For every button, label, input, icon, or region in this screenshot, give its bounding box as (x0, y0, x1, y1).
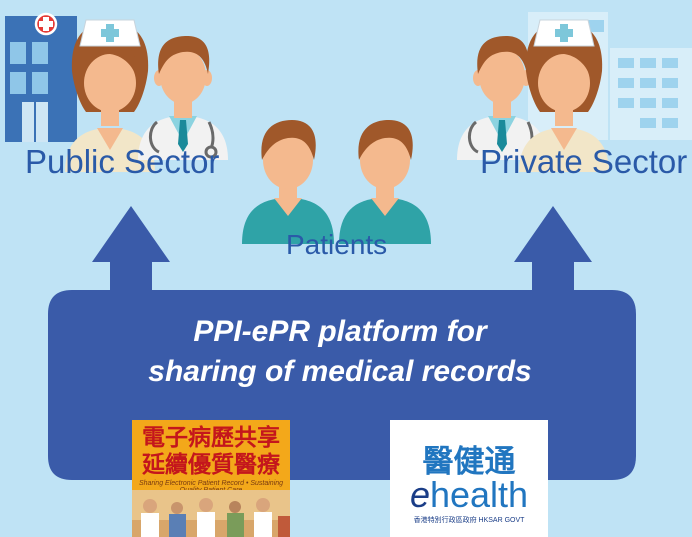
hospital-icon (5, 12, 77, 142)
patient-icon (242, 120, 334, 244)
ehr-logo-line1: 電子病歷共享 (142, 424, 280, 450)
ehealth-chinese-name: 醫健通 (422, 444, 516, 479)
ehealth-english-name: ehealth (409, 474, 529, 515)
medical-staff-photo (132, 490, 290, 537)
platform-title: PPI-ePR platform for sharing of medical … (60, 312, 620, 392)
platform-title-line1: PPI-ePR platform for (193, 315, 487, 348)
doctor-icon (136, 34, 230, 162)
public-sector-label: Public Sector (25, 143, 220, 180)
ehealth-logo: 醫健通 ehealth 香港特別行政區政府 HKSAR GOVT (390, 420, 548, 537)
platform-title-line2: sharing of medical records (148, 355, 532, 388)
patients-label: Patients (286, 229, 388, 260)
patient-icon (339, 120, 431, 244)
ehr-sharing-logo: 電子病歷共享 延續優質醫療 Sharing Electronic Patient… (132, 420, 290, 537)
platform-arrows (48, 206, 636, 480)
hksar-govt-label: 香港特別行政區政府 HKSAR GOVT (413, 517, 525, 524)
ehr-logo-line2: 延續優質醫療 (142, 451, 280, 477)
private-sector-label: Private Sector (480, 143, 688, 180)
